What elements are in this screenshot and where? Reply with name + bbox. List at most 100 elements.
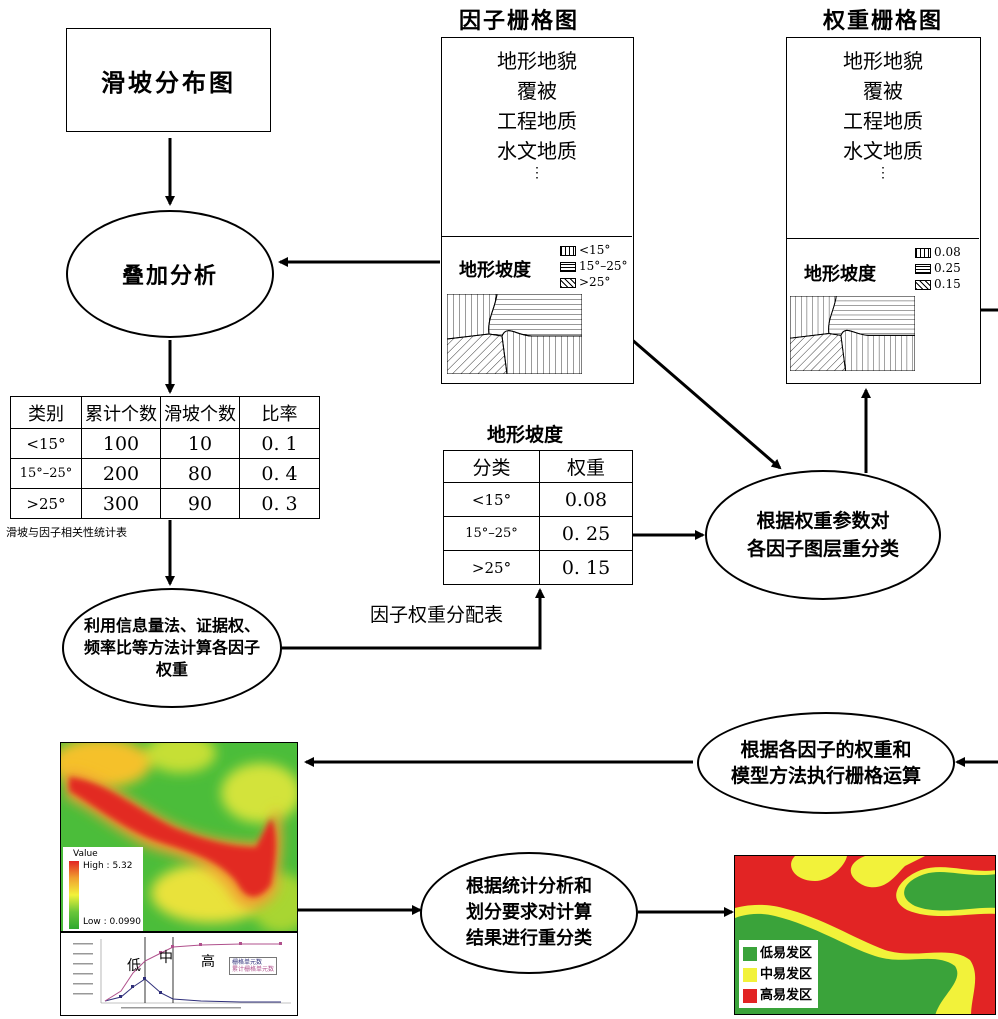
susceptibility-zone-map: 低易发区 中易发区 高易发区 xyxy=(734,855,996,1015)
table-header: 分类 xyxy=(443,450,540,483)
zone-label-high: 高 xyxy=(201,954,215,970)
table-cell: 0. 25 xyxy=(539,516,633,551)
raster-calculation-node: 根据各因子的权重和 模型方法执行栅格运算 xyxy=(697,712,955,814)
factor-item: 地形地貌 xyxy=(497,49,577,73)
zone-label-low: 低 xyxy=(127,958,141,974)
table-cell: 10 xyxy=(160,428,240,459)
table-header: 滑坡个数 xyxy=(160,396,240,429)
zone-legend-item: 低易发区 xyxy=(743,943,812,964)
overlay-analysis-node: 叠加分析 xyxy=(66,210,274,338)
stats-table-caption: 滑坡与因子相关性统计表 xyxy=(6,526,127,539)
legend-label: 15°–25° xyxy=(579,259,628,273)
heatmap-low-label: Low : 0.0990 xyxy=(83,917,141,927)
table-row: 15°–25° 0. 25 xyxy=(443,516,633,551)
zone-label-mid: 中 xyxy=(159,950,173,966)
legend-series: 累计栅格单元数 xyxy=(232,966,275,973)
table-cell: 15°–25° xyxy=(443,516,540,551)
table-cell: 200 xyxy=(81,458,161,489)
factor-item: 工程地质 xyxy=(497,109,577,133)
factor-slope-legend: <15° 15°–25° >25° xyxy=(560,242,628,290)
method-line: 频率比等方法计算各因子 xyxy=(83,638,260,657)
weight-grid-title: 权重栅格图 xyxy=(823,8,944,34)
factor-grid-title: 因子栅格图 xyxy=(459,8,580,34)
zone-legend-label: 中易发区 xyxy=(760,967,813,982)
table-header-row: 类别 累计个数 滑坡个数 比率 xyxy=(10,396,320,429)
table-cell: 90 xyxy=(160,488,240,519)
weight-grid-items: 地形地貌 覆被 工程地质 水文地质 ⋮ xyxy=(787,46,979,180)
legend-label: >25° xyxy=(579,275,611,289)
method-line: 利用信息量法、证据权、 xyxy=(83,616,260,635)
factor-item: 水文地质 xyxy=(497,139,577,163)
calc-line: 模型方法执行栅格运算 xyxy=(730,765,921,787)
table-cell: <15° xyxy=(443,482,540,517)
reclass-line: 各因子图层重分类 xyxy=(746,538,899,560)
weight-method-node: 利用信息量法、证据权、 频率比等方法计算各因子 权重 xyxy=(62,588,282,708)
overlay-analysis-label: 叠加分析 xyxy=(121,263,218,289)
table-header: 类别 xyxy=(10,396,82,429)
weight-slope-label: 地形坡度 xyxy=(804,264,876,285)
landslide-map-label: 滑坡分布图 xyxy=(101,67,236,97)
factor-grid-items: 地形地貌 覆被 工程地质 水文地质 ⋮ xyxy=(442,46,632,180)
heatmap-high-label: High : 5.32 xyxy=(83,861,133,871)
table-cell: 0.08 xyxy=(539,482,633,517)
table-header: 累计个数 xyxy=(81,396,161,429)
reclass-result-line: 根据统计分析和 xyxy=(466,876,592,897)
weight-slope-map xyxy=(790,296,915,371)
table-row: >25° 300 90 0. 3 xyxy=(10,488,320,519)
calculation-result-map: Value High : 5.32 Low : 0.0990 xyxy=(60,742,298,932)
weight-item: 地形地貌 xyxy=(843,49,923,73)
weight-item: 水文地质 xyxy=(843,139,923,163)
reclass-result-line: 划分要求对计算 xyxy=(466,902,592,923)
weight-grid-box: 地形地貌 覆被 工程地质 水文地质 ⋮ 地形坡度 0.08 0.25 0.15 xyxy=(786,37,981,384)
table-cell: 300 xyxy=(81,488,161,519)
table-cell: 0. 1 xyxy=(239,428,320,459)
table-header: 权重 xyxy=(539,450,633,483)
zoning-curve-chart: 低 中 高 栅格单元数 累计栅格单元数 xyxy=(60,932,298,1016)
tick-labels xyxy=(73,943,241,1009)
table-row: <15° 0.08 xyxy=(443,482,633,517)
table-cell: 15°–25° xyxy=(10,458,82,489)
zone-legend-item: 高易发区 xyxy=(743,985,812,1006)
weight-item: 覆被 xyxy=(863,79,903,103)
table-cell: <15° xyxy=(10,428,82,459)
weight-allocation-table: 分类 权重 <15° 0.08 15°–25° 0. 25 >25° 0. 15 xyxy=(443,450,633,585)
weight-slope-legend: 0.08 0.25 0.15 xyxy=(915,244,961,292)
table-cell: 0. 4 xyxy=(239,458,320,489)
table-cell: 100 xyxy=(81,428,161,459)
method-line: 权重 xyxy=(155,660,188,679)
factor-slope-map xyxy=(447,294,582,374)
legend-series: 栅格单元数 xyxy=(232,959,263,966)
reclass-by-weight-node: 根据权重参数对 各因子图层重分类 xyxy=(705,470,941,600)
table-header-row: 分类 权重 xyxy=(443,450,633,483)
legend-label: 0.25 xyxy=(934,261,961,275)
table-header: 比率 xyxy=(239,396,320,429)
weight-table-title: 地形坡度 xyxy=(487,424,564,446)
heatmap-color-ramp xyxy=(69,861,79,929)
table-cell: 80 xyxy=(160,458,240,489)
table-cell: 0. 15 xyxy=(539,550,633,585)
arrow-method-to-weight-table xyxy=(280,588,545,650)
landslide-map-box: 滑坡分布图 xyxy=(66,28,271,132)
legend-label: <15° xyxy=(579,243,611,257)
weight-item: 工程地质 xyxy=(843,109,923,133)
zone-legend-label: 高易发区 xyxy=(760,988,813,1003)
curve-chart-plot xyxy=(73,937,291,1009)
correlation-stats-table: 类别 累计个数 滑坡个数 比率 <15° 100 10 0. 1 15°–25°… xyxy=(10,396,320,519)
result-heatmap xyxy=(61,743,297,931)
table-cell: 0. 3 xyxy=(239,488,320,519)
table-row: 15°–25° 200 80 0. 4 xyxy=(10,458,320,489)
weight-table-caption: 因子权重分配表 xyxy=(370,604,504,626)
heatmap-legend-title: Value xyxy=(73,849,98,859)
zone-map-legend: 低易发区 中易发区 高易发区 xyxy=(739,940,819,1008)
table-row: >25° 0. 15 xyxy=(443,550,633,585)
reclass-result-line: 结果进行重分类 xyxy=(466,928,592,949)
table-row: <15° 100 10 0. 1 xyxy=(10,428,320,459)
zone-legend-item: 中易发区 xyxy=(743,964,812,985)
curve-chart-legend: 栅格单元数 累计栅格单元数 xyxy=(229,957,278,975)
factor-item: 覆被 xyxy=(517,79,557,103)
calc-line: 根据各因子的权重和 xyxy=(740,739,912,761)
reclass-line: 根据权重参数对 xyxy=(756,510,890,532)
zone-legend-label: 低易发区 xyxy=(760,946,813,961)
table-cell: >25° xyxy=(443,550,540,585)
